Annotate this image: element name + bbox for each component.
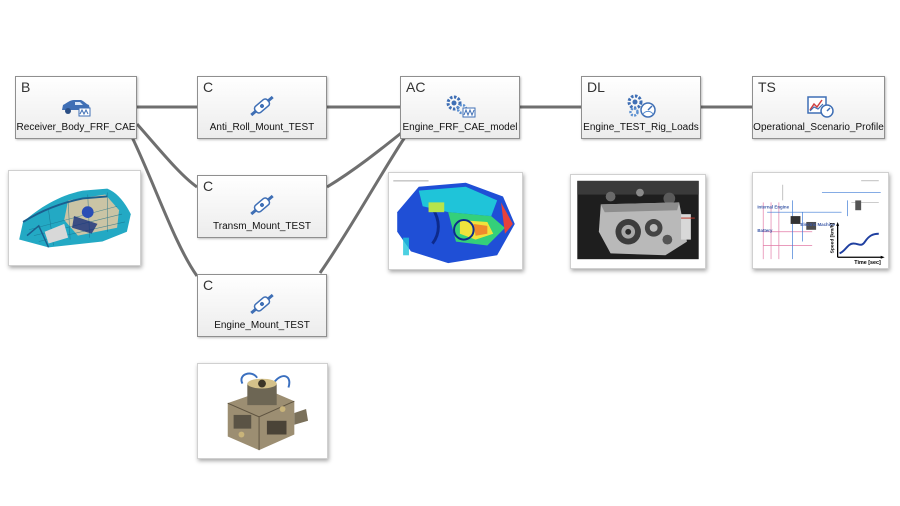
node-label: Transm_Mount_TEST [213,221,311,232]
node-type-tag: C [203,79,214,95]
node-type-tag: TS [758,79,776,95]
node-type-tag: B [21,79,31,95]
node-label: Engine_FRF_CAE_model [402,122,518,133]
node-engine-mount[interactable]: C Engine_Mount_TEST [197,274,327,337]
link-enginemount-enginefrf [318,136,407,274]
plot-xlabel: Time [sec] [854,260,881,266]
node-transm-mount[interactable]: C Transm_Mount_TEST [197,175,327,238]
schematic-label-internal-engine: Internal Engine [757,204,789,209]
thumbnail-scenario-schematic: Internal Engine Electric Machine Battery… [752,172,889,269]
node-type-tag: AC [406,79,426,95]
mount-connector-icon [250,293,274,315]
link-body-transm [135,123,198,189]
plot-ylabel: Speed [km/h] [830,222,836,253]
node-operational-scenario[interactable]: TS Operational_Scenario_Profile [752,76,885,139]
node-anti-roll-mount[interactable]: C Anti_Roll_Mount_TEST [197,76,327,139]
chart-gauge-icon [806,96,834,118]
speed-time-plot: Time [sec] Speed [km/h] [830,221,885,266]
node-engine-frf-model[interactable]: AC Engine_FRF_CAE_model [400,76,520,139]
gears-gauge-icon [627,94,656,118]
node-engine-rig-loads[interactable]: DL Engine_TEST_Rig_Loads [581,76,701,139]
car-icon [62,100,91,117]
schematic-label-electric-machine: Electric Machine [800,222,835,227]
thumbnail-engine-frf-contour [388,172,523,270]
mount-connector-icon [250,95,274,117]
node-label: Engine_TEST_Rig_Loads [583,122,699,133]
node-label: Anti_Roll_Mount_TEST [209,122,315,133]
thumbnail-engine-mount-photo [197,363,328,459]
node-receiver-body[interactable]: B Receiver_Body_FRF_CAE [15,76,137,139]
node-type-tag: DL [587,79,605,95]
schematic-label-battery: Battery [757,228,773,233]
node-label: Engine_Mount_TEST [214,320,310,331]
gears-frf-icon [446,95,476,118]
node-label: Operational_Scenario_Profile [753,122,884,133]
node-type-tag: C [203,277,214,293]
node-label: Receiver_Body_FRF_CAE [16,122,136,133]
node-type-tag: C [203,178,214,194]
thumbnail-car-body-frf [8,170,141,266]
mount-connector-icon [250,194,274,216]
link-transm-enginefrf [326,128,406,189]
thumbnail-engine-test-rig-photo [570,174,706,269]
link-body-enginemount [130,136,199,277]
